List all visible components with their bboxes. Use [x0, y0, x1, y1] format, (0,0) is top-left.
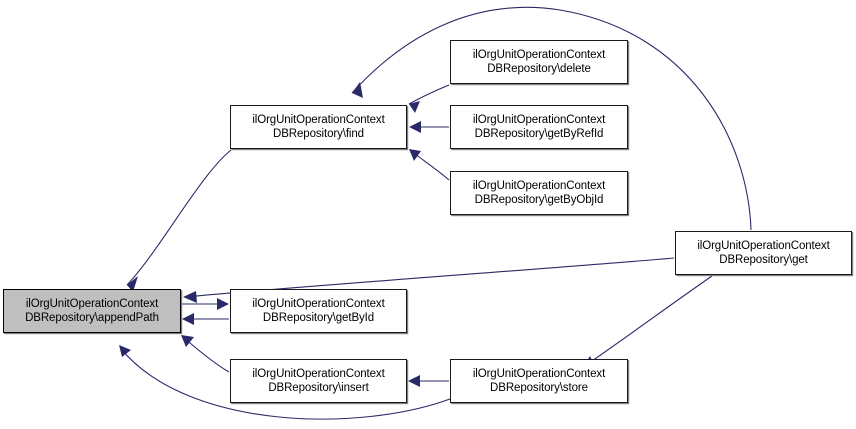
arrowhead: [409, 149, 421, 161]
edge-appendPath-to-getById: [182, 298, 229, 310]
arrowhead: [409, 101, 420, 113]
arrowhead: [181, 335, 194, 347]
edge-getByRefId-to-find: [409, 121, 449, 133]
node-label-line2: DBRepository\insert: [268, 382, 369, 394]
node-label-line2: DBRepository\appendPath: [25, 312, 159, 324]
node-label-line1: ilOrgUnitOperationContext: [697, 239, 830, 252]
edges-group: [119, 6, 752, 420]
edge-insert-to-appendPath: [181, 335, 230, 373]
edge-delete-to-find: [408, 84, 450, 113]
arrowhead: [183, 291, 197, 303]
edge-getByObjId-to-find: [409, 149, 450, 181]
edge-store-to-insert: [408, 375, 449, 387]
arrowhead: [352, 82, 363, 98]
node-label-line2: DBRepository\store: [490, 382, 588, 394]
node-label-line2: DBRepository\find: [273, 128, 364, 140]
arrowhead: [127, 276, 138, 292]
node-label-line2: DBRepository\getByRefId: [474, 128, 604, 140]
node-label-line1: ilOrgUnitOperationContext: [252, 113, 385, 126]
node-label-line1: ilOrgUnitOperationContext: [472, 48, 606, 61]
node-label-line1: ilOrgUnitOperationContext: [472, 113, 606, 126]
node-label-line1: ilOrgUnitOperationContext: [252, 367, 385, 380]
node-label-line2: DBRepository\delete: [487, 63, 591, 75]
node-label-line2: DBRepository\getByObjId: [474, 194, 604, 206]
arrowhead: [408, 375, 420, 387]
arrowhead: [217, 298, 229, 310]
node-label-line1: ilOrgUnitOperationContext: [472, 179, 606, 192]
edge-getById-to-appendPath: [182, 313, 229, 325]
arrowhead: [409, 121, 421, 133]
edge-get-to-store: [583, 275, 713, 367]
arrowhead: [182, 313, 194, 325]
edge-store-to-appendPath: [119, 345, 451, 420]
edge-get-arc-to-find: [351, 6, 752, 231]
node-label-line2: DBRepository\get: [719, 254, 808, 266]
arrowhead: [119, 345, 131, 357]
node-label-line1: ilOrgUnitOperationContext: [472, 367, 606, 380]
node-label-line1: ilOrgUnitOperationContext: [252, 297, 385, 310]
node-label-line1: ilOrgUnitOperationContext: [25, 297, 159, 310]
edge-find-to-appendPath: [126, 149, 232, 292]
node-label-line2: DBRepository\getById: [262, 312, 375, 324]
